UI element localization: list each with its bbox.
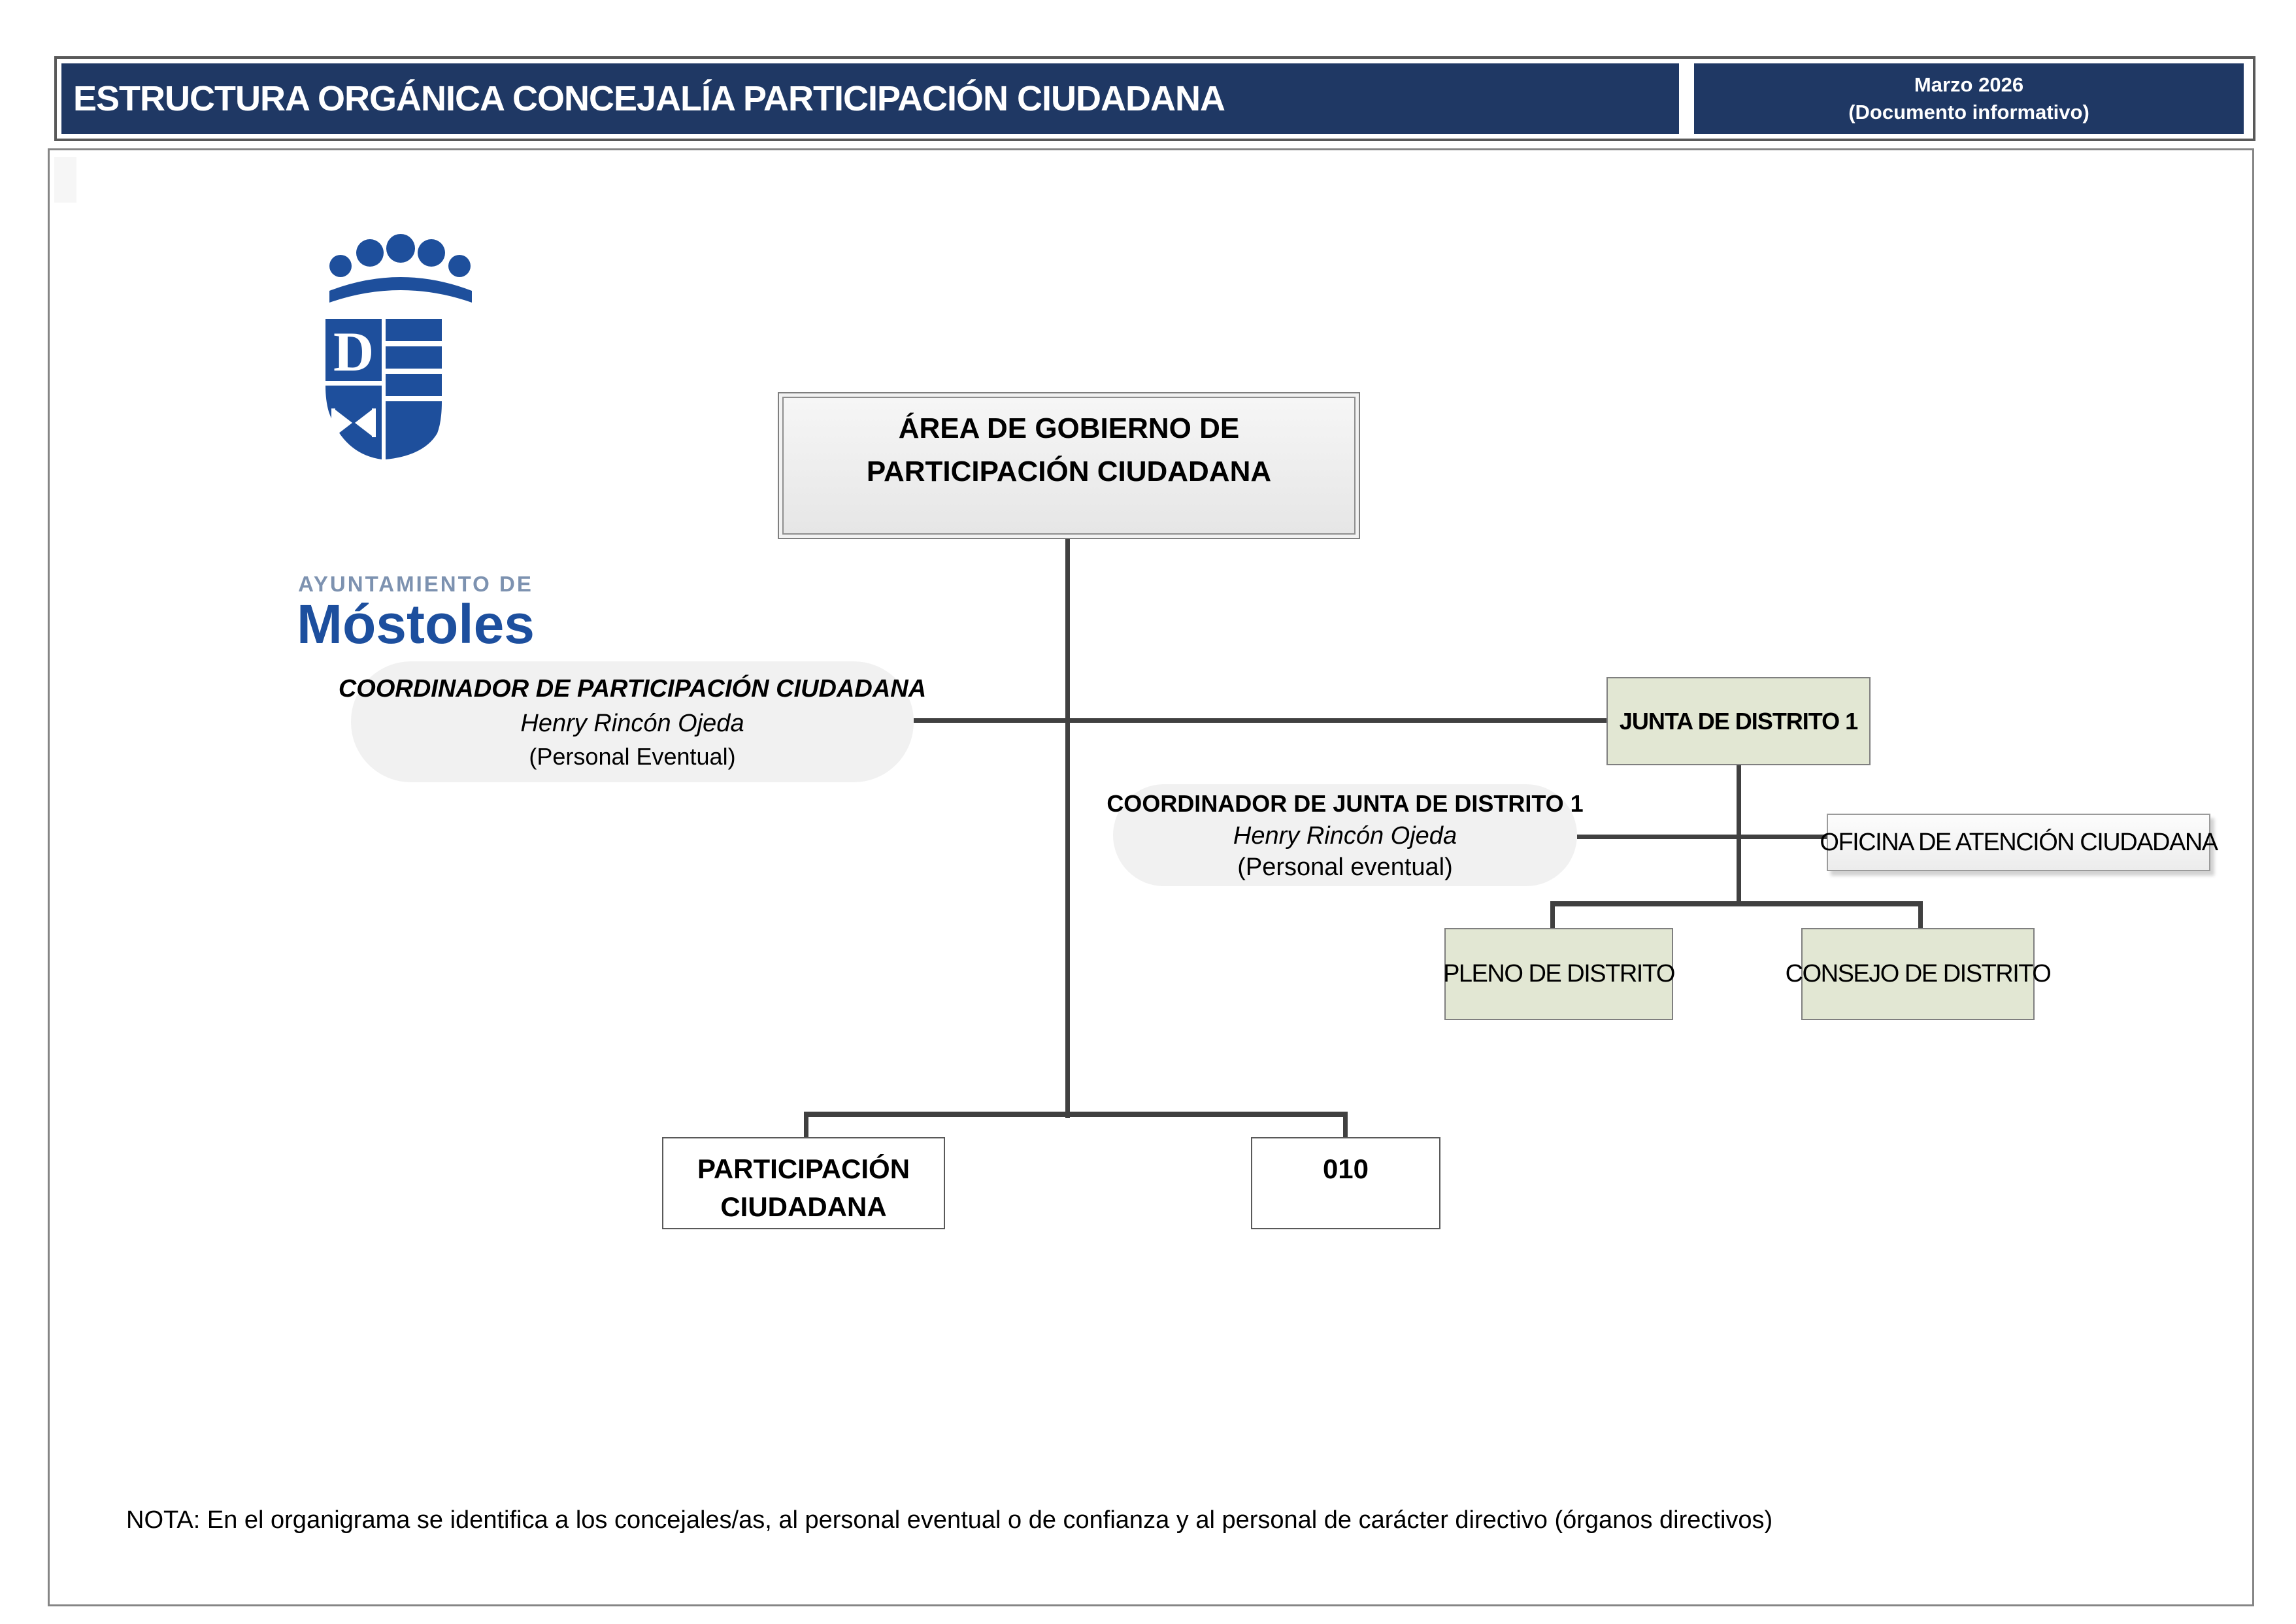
pleno-label: PLENO DE DISTRITO (1443, 960, 1675, 987)
node-coordinador-participacion: COORDINADOR DE PARTICIPACIÓN CIUDADANA H… (339, 661, 926, 782)
node-coordinador-junta: COORDINADOR DE JUNTA DE DISTRITO 1 Henry… (1106, 784, 1584, 886)
connector-coordinador-junta1 (914, 718, 1606, 723)
header-subtitle: (Documento informativo) (1848, 101, 2089, 124)
node-area-gobierno-inner: ÁREA DE GOBIERNO DE PARTICIPACIÓN CIUDAD… (782, 397, 1356, 535)
coordinador-junta-title: COORDINADOR DE JUNTA DE DISTRITO 1 (1106, 790, 1584, 817)
header-bar: ESTRUCTURA ORGÁNICA CONCEJALÍA PARTICIPA… (54, 56, 2255, 141)
logo-org-name: Móstoles (296, 593, 535, 655)
node-area-gobierno: ÁREA DE GOBIERNO DE PARTICIPACIÓN CIUDAD… (778, 392, 1360, 539)
connector-drop-consejo (1918, 901, 1923, 929)
header-date-box: Marzo 2026 (Documento informativo) (1694, 63, 2244, 134)
node-consejo-distrito: CONSEJO DE DISTRITO (1786, 928, 2052, 1020)
node-area-gobierno-label: ÁREA DE GOBIERNO DE PARTICIPACIÓN CIUDAD… (866, 412, 1272, 488)
connector-coordinador2-oficina (1577, 835, 1827, 839)
svg-text:D: D (333, 320, 374, 383)
connector-junta-bar (1550, 901, 1923, 906)
page-title: ESTRUCTURA ORGÁNICA CONCEJALÍA PARTICIPA… (73, 79, 1225, 118)
logo-org-name-top: AYUNTAMIENTO DE (298, 572, 533, 596)
mostoles-logo: D AYUNTAMIENTO DE Móstoles (259, 225, 573, 655)
connector-drop-010 (1343, 1112, 1348, 1139)
coordinador-junta-type: (Personal eventual) (1237, 853, 1453, 881)
chart-canvas: D AYUNTAMIENTO DE Móstoles (48, 148, 2254, 1606)
node-010: 010 (1251, 1137, 1440, 1229)
connector-drop-participacion (804, 1112, 808, 1139)
junta-distrito-label: JUNTA DE DISTRITO 1 (1619, 707, 1858, 735)
connector-bottom-bar (804, 1112, 1348, 1117)
node-participacion-ciudadana: PARTICIPACIÓN CIUDADANA (662, 1137, 945, 1229)
010-label: 010 (1322, 1153, 1369, 1184)
node-junta-distrito-1: JUNTA DE DISTRITO 1 (1606, 677, 1871, 765)
header-title-box: ESTRUCTURA ORGÁNICA CONCEJALÍA PARTICIPA… (61, 63, 1679, 134)
node-oficina-atencion: OFICINA DE ATENCIÓN CIUDADANA (1820, 814, 2218, 871)
connector-drop-pleno (1550, 901, 1555, 929)
participacion-label: PARTICIPACIÓN CIUDADANA (697, 1153, 910, 1222)
oficina-label: OFICINA DE ATENCIÓN CIUDADANA (1820, 828, 2218, 856)
coordinador-participacion-type: (Personal Eventual) (529, 742, 736, 770)
corner-artifact (54, 157, 76, 203)
consejo-label: CONSEJO DE DISTRITO (1785, 960, 2052, 987)
mostoles-crest-icon: D (325, 234, 472, 459)
connector-main-stem (1065, 539, 1070, 1118)
coordinador-junta-name: Henry Rincón Ojeda (1233, 822, 1457, 850)
coordinador-participacion-name: Henry Rincón Ojeda (520, 709, 744, 737)
header-date: Marzo 2026 (1914, 73, 2024, 96)
node-pleno-distrito: PLENO DE DISTRITO (1443, 928, 1675, 1020)
footer-note: NOTA: En el organigrama se identifica a … (126, 1506, 1773, 1534)
coordinador-participacion-title: COORDINADOR DE PARTICIPACIÓN CIUDADANA (338, 674, 927, 703)
